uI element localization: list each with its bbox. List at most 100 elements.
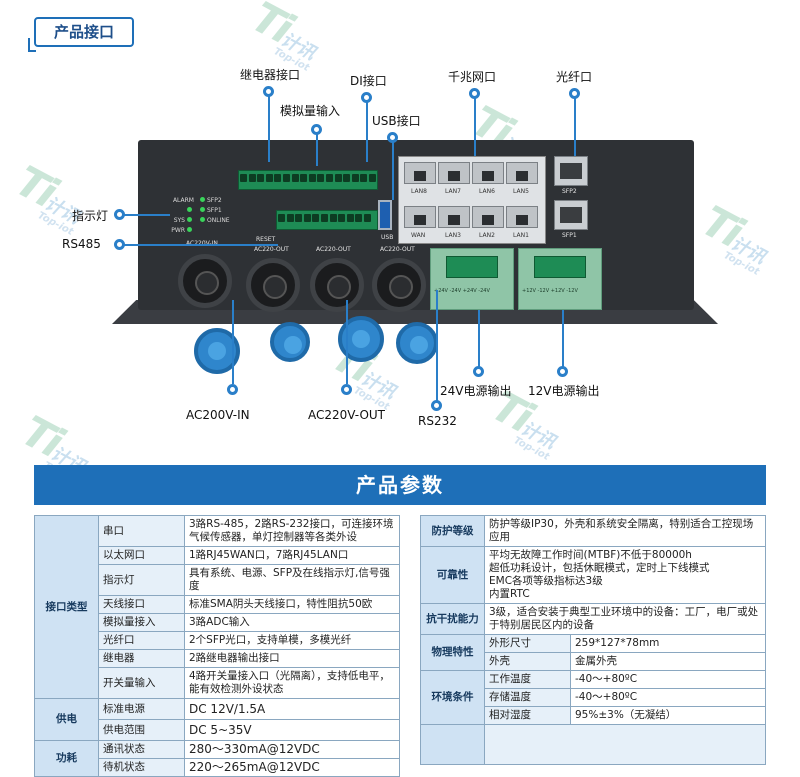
lan-port[interactable]: [472, 206, 504, 228]
callout-line: [562, 310, 564, 368]
param-name: 供电范围: [98, 719, 185, 741]
lan-port[interactable]: [404, 206, 436, 228]
led-label-sys: SYS: [173, 217, 185, 224]
terminal-screw: [303, 214, 311, 222]
table-row: 相对湿度 95%±3%（无凝结）: [421, 706, 766, 725]
terminal-screw: [295, 214, 303, 222]
usb-port[interactable]: [378, 200, 392, 230]
lan-port-label: LAN2: [479, 232, 495, 239]
port-cap: [270, 322, 310, 362]
lan-port[interactable]: [404, 162, 436, 184]
table-row: 指示灯 具有系统、电源、SFP及在线指示灯,信号强度: [35, 564, 400, 596]
terminal-screw: [321, 214, 328, 222]
param-value: 标准SMA阴头天线接口，特性阻抗50欧: [184, 595, 400, 614]
reset-label: RESET: [256, 236, 276, 243]
callout-gigabit: 千兆网口: [448, 70, 497, 84]
callout-line: [392, 142, 394, 200]
lan-port-label: LAN7: [445, 188, 461, 195]
led-icon: [200, 197, 205, 202]
led-label-sfp1: SFP1: [207, 207, 222, 214]
table-row: 光纤口 2个SFP光口，支持单模，多模光纤: [35, 631, 400, 650]
ac-output-port[interactable]: [246, 258, 300, 312]
callout-line: [268, 96, 270, 162]
terminal-screw: [369, 174, 376, 182]
param-name: 标准电源: [98, 698, 185, 720]
terminal-12v-block: [534, 256, 586, 278]
ac-output-port[interactable]: [372, 258, 426, 312]
terminal-screw: [291, 174, 299, 182]
category-consumption: 功耗: [34, 740, 99, 777]
led-label-pwr: PWR: [171, 227, 185, 234]
lan-port[interactable]: [506, 206, 538, 228]
param-name: 外壳: [484, 652, 571, 671]
lan-port[interactable]: [472, 162, 504, 184]
callout-line: [366, 102, 368, 162]
param-name: 模拟量接入: [98, 613, 185, 632]
reliability-line: EMC各项等级指标达3级: [489, 575, 603, 587]
table-row: 天线接口 标准SMA阴头天线接口，特性阻抗50欧: [35, 595, 400, 614]
table-row: 功耗 通讯状态 280～330mA@12VDC: [34, 740, 400, 777]
lan-port[interactable]: [438, 162, 470, 184]
callout-24v-output: 24V电源输出: [440, 384, 512, 398]
param-value: DC 5~35V: [184, 719, 400, 741]
callout-line: [478, 310, 480, 368]
callout-line: [346, 300, 348, 384]
sfp-port-label: SFP1: [562, 232, 577, 239]
table-row: 开关量输入 4路开关量接入口（光隔离），支持低电平，能有效检测外设状态: [35, 667, 400, 699]
callout-ac-in: AC200V-IN: [186, 408, 250, 422]
led-icon: [200, 217, 205, 222]
sfp-port[interactable]: [554, 200, 588, 230]
usb-port-label: USB: [381, 234, 394, 241]
param-name: 存储温度: [484, 688, 571, 707]
ac-output-port[interactable]: [310, 258, 364, 312]
ac-port-label: AC220V-IN: [186, 240, 218, 247]
table-row: 可靠性 平均无故障工作时间(MTBF)不低于80000h 超低功耗设计，包括休眠…: [420, 546, 766, 604]
terminal-screw: [334, 174, 342, 182]
callout-dot: [557, 366, 568, 377]
param-value: 95%±3%（无凝结）: [570, 706, 766, 725]
table-row: 以太网口 1路RJ45WAN口，7路RJ45LAN口: [35, 546, 400, 565]
sfp-port[interactable]: [554, 156, 588, 186]
param-name: 继电器: [98, 649, 185, 668]
terminal-screw: [300, 174, 308, 182]
param-value: 3路ADC输入: [184, 613, 400, 632]
terminal-screw: [283, 174, 290, 182]
callout-dot: [387, 132, 398, 143]
callout-dot: [469, 88, 480, 99]
terminal-screw: [343, 174, 351, 182]
terminal-screw: [326, 174, 333, 182]
callout-rs232: RS232: [418, 414, 457, 428]
param-value: 4路开关量接入口（光隔离），支持低电平，能有效检测外设状态: [184, 667, 400, 699]
param-value: 2个SFP光口，支持单模，多模光纤: [184, 631, 400, 650]
callout-dot: [263, 86, 274, 97]
param-name: 指示灯: [98, 564, 185, 596]
callout-usb: USB接口: [372, 114, 421, 128]
lan-port-label: LAN8: [411, 188, 427, 195]
callout-dot: [114, 239, 125, 250]
category-physical: 物理特性: [420, 634, 485, 671]
callout-line: [474, 98, 476, 156]
lan-port[interactable]: [438, 206, 470, 228]
terminal-screw: [278, 214, 285, 222]
table-row: 继电器 2路继电器输出接口: [35, 649, 400, 668]
led-panel: ALARM SYS PWR SFP2 SFP1 ONLINE: [164, 196, 234, 236]
params-table-right: 防护等级 防护等级IP30，外壳和系统安全隔离，特别适合工控现场应用 可靠性 平…: [420, 515, 766, 765]
led-icon: [187, 207, 192, 212]
ac-input-port[interactable]: [178, 254, 232, 308]
terminal-screw: [274, 174, 282, 182]
led-label-online: ONLINE: [207, 217, 230, 224]
param-value: 220～265mA@12VDC: [184, 758, 400, 777]
terminal-screw: [338, 214, 346, 222]
led-icon: [187, 217, 192, 222]
lan-port[interactable]: [506, 162, 538, 184]
terminal-24v-block: [446, 256, 498, 278]
terminal-screw: [317, 174, 325, 182]
param-value: 3路RS-485，2路RS-232接口，可连接环境气候传感器，单灯控制器等各类外…: [184, 515, 400, 547]
led-label-sfp2: SFP2: [207, 197, 222, 204]
terminal-screw: [364, 214, 371, 222]
params-banner: 产品参数: [34, 465, 766, 505]
led-icon: [200, 207, 205, 212]
callout-line: [124, 214, 170, 216]
